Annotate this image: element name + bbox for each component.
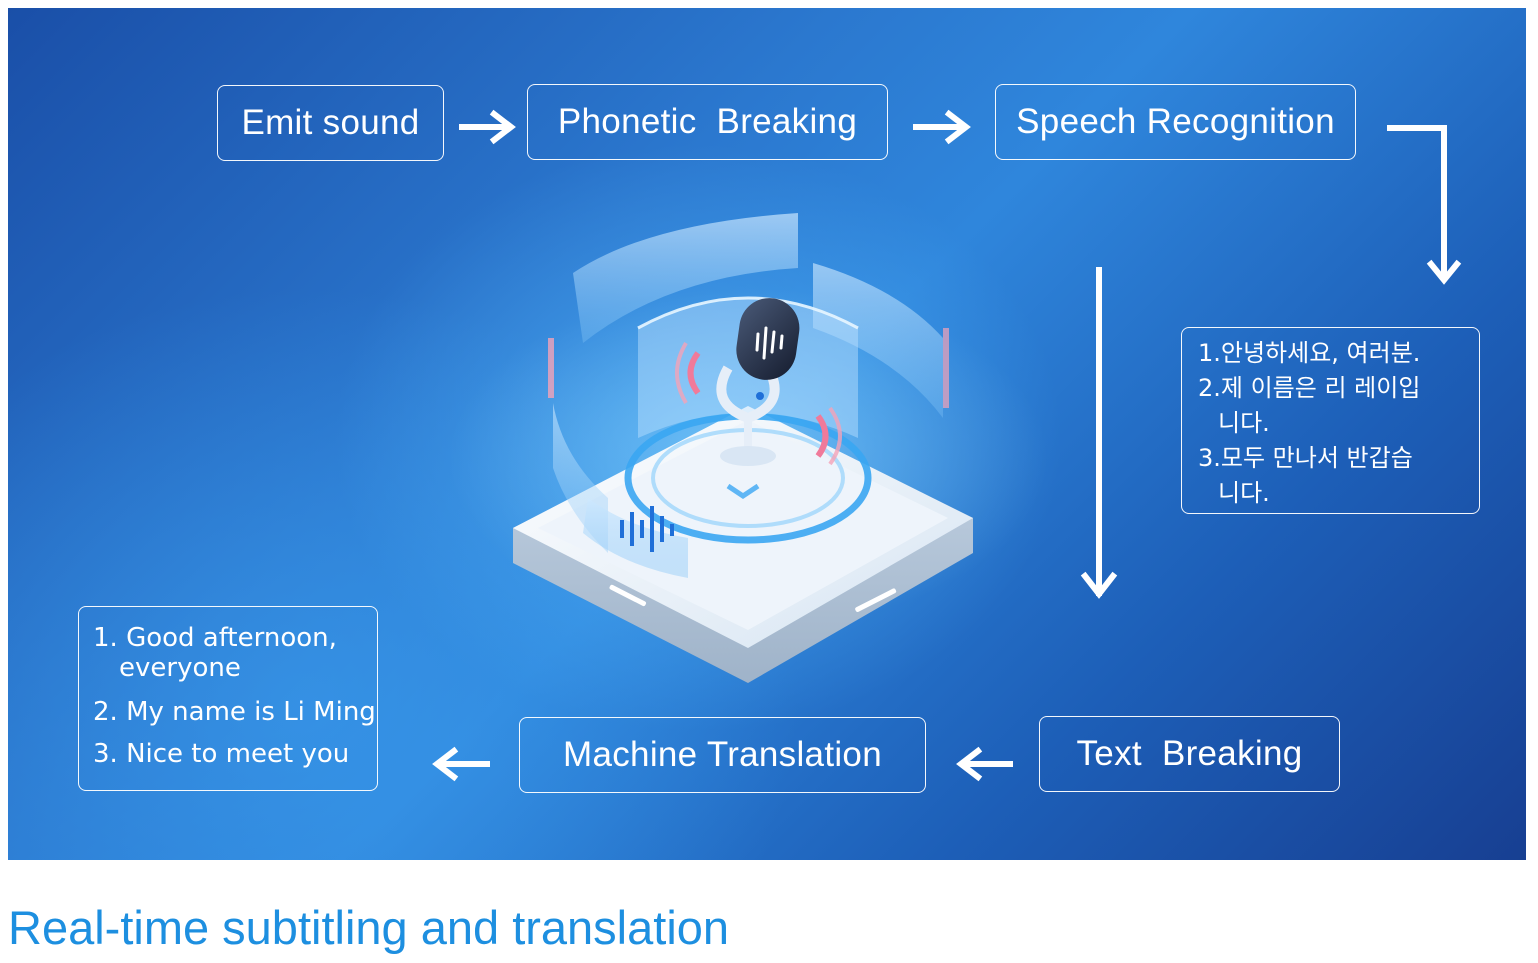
arrow-icon <box>913 109 971 145</box>
machine-translation-label: Machine Translation <box>563 735 882 774</box>
emit-sound-box: Emit sound <box>217 85 444 161</box>
korean-line: 2.제 이름은 리 레이입 <box>1198 374 1421 402</box>
flow-arrows <box>432 109 1462 782</box>
korean-line: 3.모두 만나서 반갑습 <box>1198 444 1413 472</box>
list-item: 3. Nice to meet you <box>93 739 377 769</box>
korean-output-box: 1.안녕하세요, 여러분. 2.제 이름은 리 레이입 니다. 3.모두 만나서… <box>1181 327 1480 514</box>
english-output-box: 1. Good afternoon, everyone 2. My name i… <box>78 606 378 791</box>
arrow-icon <box>459 109 516 145</box>
arrow-icon <box>432 746 490 782</box>
text-breaking-label: Text Breaking <box>1076 734 1303 773</box>
list-item: 3.모두 만나서 반갑습 니다. <box>1198 441 1479 511</box>
microphone-device-illustration <box>448 213 1048 683</box>
list-item: 1. Good afternoon, everyone <box>93 623 377 683</box>
machine-translation-box: Machine Translation <box>519 717 926 793</box>
speech-recognition-box: Speech Recognition <box>995 84 1356 160</box>
phonetic-breaking-label: Phonetic Breaking <box>557 102 858 141</box>
english-line: 1. Good afternoon, <box>93 623 337 653</box>
english-line-continued: everyone <box>119 653 241 683</box>
list-item: 2. My name is Li Ming <box>93 697 377 727</box>
english-line: 3. Nice to meet you <box>93 739 350 769</box>
arrow-icon <box>1080 267 1118 599</box>
korean-line-continued: 니다. <box>1218 479 1270 507</box>
caption-title: Real-time subtitling and translation <box>8 901 730 954</box>
text-breaking-box: Text Breaking <box>1039 716 1340 792</box>
korean-line-continued: 니다. <box>1218 409 1270 437</box>
arrow-icon <box>1387 125 1462 285</box>
korean-line: 1.안녕하세요, 여러분. <box>1198 339 1421 367</box>
arrow-icon <box>956 746 1013 782</box>
english-line: 2. My name is Li Ming <box>93 697 376 727</box>
speech-recognition-label: Speech Recognition <box>1016 102 1335 141</box>
list-item: 1.안녕하세요, 여러분. <box>1198 336 1479 371</box>
emit-sound-label: Emit sound <box>241 103 420 142</box>
list-item: 2.제 이름은 리 레이입 니다. <box>1198 371 1479 441</box>
phonetic-breaking-box: Phonetic Breaking <box>527 84 888 160</box>
diagram-banner: Emit sound Phonetic Breaking Speech Reco… <box>8 8 1526 860</box>
